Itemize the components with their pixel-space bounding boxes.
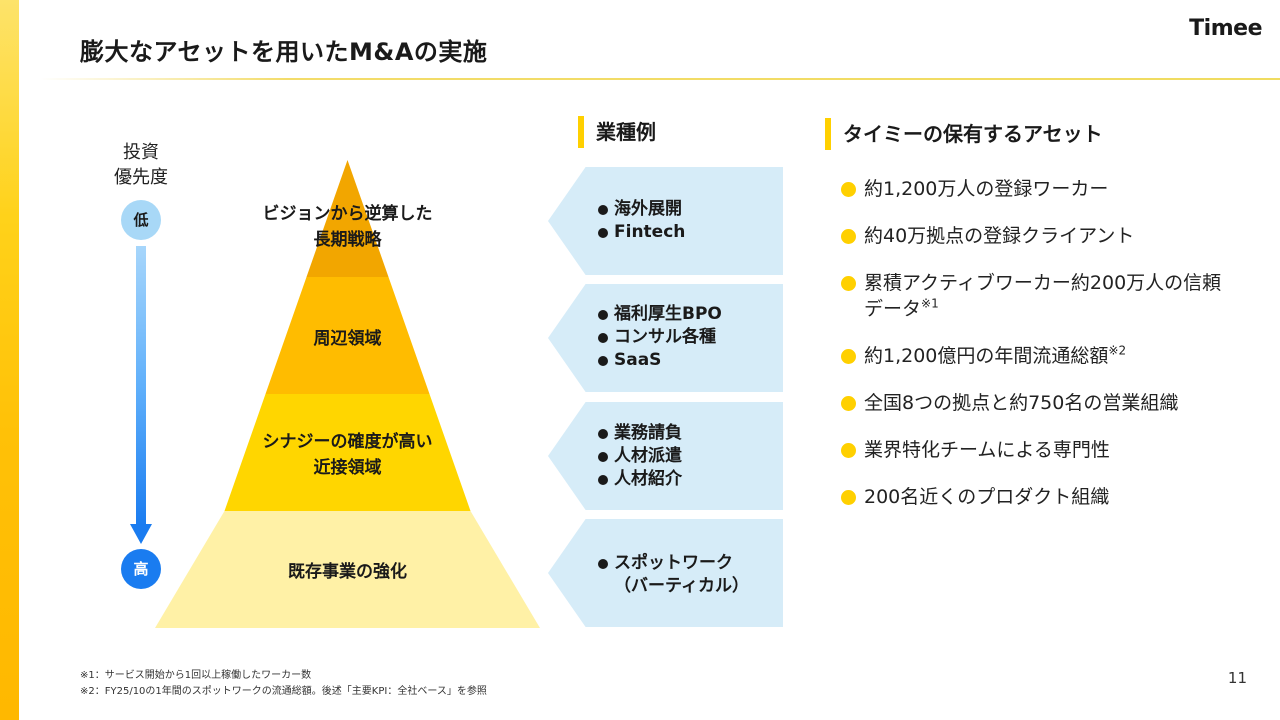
industry-item: 福利厚生BPO <box>596 303 722 326</box>
strategy-pyramid <box>155 160 540 628</box>
page-title: 膨大なアセットを用いたM&Aの実施 <box>80 38 488 66</box>
priority-low-badge: 低 <box>121 200 161 240</box>
asset-text: 約40万拠点の登録クライアント <box>864 225 1135 247</box>
industry-examples-heading: 業種例 <box>578 116 656 148</box>
asset-item: 200名近くのプロダクト組織 <box>840 484 1234 510</box>
asset-item: 全国8つの拠点と約750名の営業組織 <box>840 390 1234 416</box>
asset-text: 200名近くのプロダクト組織 <box>864 486 1110 508</box>
industry-item: Fintech <box>596 221 685 244</box>
footnote-1: ※1：サービス開始から1回以上稼働したワーカー数 <box>80 670 312 681</box>
pyramid-tier-1-label: ビジョンから逆算した 長期戦略 <box>200 201 495 253</box>
industry-item: 海外展開 <box>596 198 685 221</box>
footnote-ref: ※2 <box>1108 343 1127 358</box>
industry-item: コンサル各種 <box>596 326 722 349</box>
asset-item: 約1,200億円の年間流通総額※2 <box>840 343 1234 369</box>
asset-text: 業界特化チームによる専門性 <box>864 439 1110 461</box>
tier-1-line2: 長期戦略 <box>313 230 382 250</box>
title-divider <box>40 78 1280 80</box>
asset-item: 約1,200万人の登録ワーカー <box>840 176 1234 202</box>
assets-heading: タイミーの保有するアセット <box>825 118 1103 150</box>
priority-high-badge: 高 <box>121 549 161 589</box>
pyramid-tier-3 <box>224 394 471 511</box>
pyramid-tier-4-label: 既存事業の強化 <box>200 559 495 585</box>
industry-item: SaaS <box>596 349 722 372</box>
tier-3-line2: 近接領域 <box>313 458 382 478</box>
industry-item: 業務請負 <box>596 422 682 445</box>
industry-box-1: 海外展開 Fintech <box>548 167 783 275</box>
tier-1-line1: ビジョンから逆算した <box>262 204 433 224</box>
investment-priority-label: 投資 優先度 <box>100 140 182 190</box>
tier-2-line1: 周辺領域 <box>313 329 382 349</box>
priority-label-line1: 投資 <box>123 142 159 163</box>
industry-item-continuation: （バーティカル） <box>614 576 749 596</box>
pyramid-tier-1 <box>306 160 389 277</box>
asset-item: 約40万拠点の登録クライアント <box>840 223 1234 249</box>
industry-item: 人材派遣 <box>596 445 682 468</box>
asset-text: 約1,200万人の登録ワーカー <box>864 178 1109 200</box>
tier-3-line1: シナジーの確度が高い <box>262 432 433 452</box>
industry-box-2: 福利厚生BPO コンサル各種 SaaS <box>548 284 783 392</box>
footnote-2: ※2：FY25/10の1年間のスポットワークの流通総額。後述「主要KPI：全社ベ… <box>80 686 487 697</box>
industry-item: スポットワーク <box>596 552 749 575</box>
tier-4-line1: 既存事業の強化 <box>288 562 407 582</box>
left-accent-bar <box>0 0 19 720</box>
footnotes: ※1：サービス開始から1回以上稼働したワーカー数 ※2：FY25/10の1年間の… <box>80 668 487 700</box>
arrow-down-icon <box>130 524 152 544</box>
pyramid-tier-2 <box>265 277 430 394</box>
asset-item: 累積アクティブワーカー約200万人の信頼データ※1 <box>840 270 1234 322</box>
industry-item: 人材紹介 <box>596 468 682 491</box>
pyramid-tier-4 <box>155 511 540 628</box>
priority-label-line2: 優先度 <box>114 167 168 188</box>
footnote-ref: ※1 <box>921 296 939 311</box>
priority-arrow-shaft <box>136 246 146 526</box>
assets-list: 約1,200万人の登録ワーカー 約40万拠点の登録クライアント 累積アクティブワ… <box>840 176 1234 531</box>
pyramid-tier-2-label: 周辺領域 <box>200 326 495 352</box>
timee-logo: Timee <box>1189 16 1262 41</box>
asset-text: 約1,200億円の年間流通総額 <box>864 345 1109 367</box>
asset-text: 全国8つの拠点と約750名の営業組織 <box>864 392 1179 414</box>
industry-box-4: スポットワーク （バーティカル） <box>548 519 783 627</box>
page-number: 11 <box>1227 669 1247 687</box>
industry-box-3: 業務請負 人材派遣 人材紹介 <box>548 402 783 510</box>
asset-item: 業界特化チームによる専門性 <box>840 437 1234 463</box>
pyramid-tier-3-label: シナジーの確度が高い 近接領域 <box>200 429 495 481</box>
asset-text: 累積アクティブワーカー約200万人の信頼データ <box>864 272 1222 320</box>
